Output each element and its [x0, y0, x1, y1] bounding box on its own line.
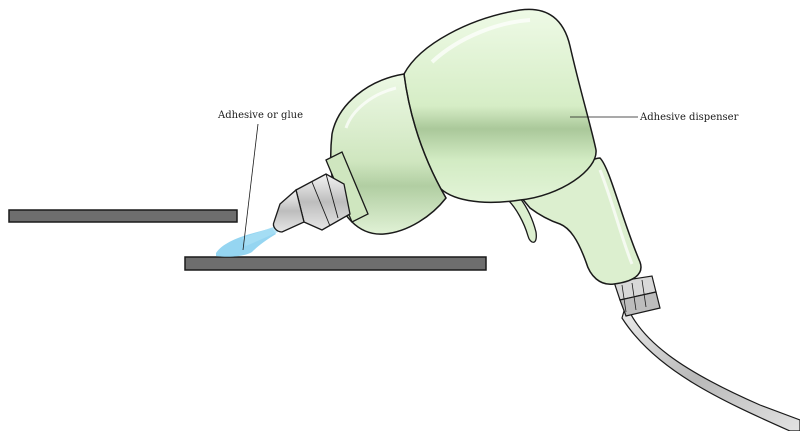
lower-plate: [184, 256, 487, 271]
dispenser-label: Adhesive dispenser: [640, 112, 739, 123]
supply-hose: [621, 302, 800, 432]
upper-plate: [8, 209, 238, 223]
trigger: [506, 197, 537, 243]
nozzle-tip: [272, 188, 305, 233]
adhesive-label: Adhesive or glue: [218, 110, 303, 121]
adhesive-leader-line: [242, 123, 259, 251]
glue-spray: [242, 226, 278, 246]
